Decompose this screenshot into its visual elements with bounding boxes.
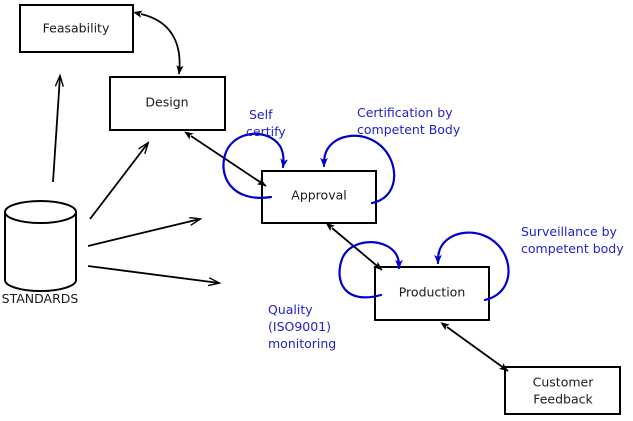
- annotation-quality-line1: Quality: [268, 302, 313, 317]
- annotation-certification-line2: competent Body: [357, 122, 461, 137]
- flow-standards-feasability: [52, 76, 60, 183]
- flow-standards-approval: [87, 219, 200, 247]
- annotation-self-certify: Self certify: [246, 107, 286, 139]
- annotation-surveillance-line1: Surveillance by: [521, 224, 618, 239]
- flow-standards-production: [87, 265, 219, 283]
- annotation-quality-line2: (ISO9001): [268, 319, 331, 334]
- node-design[interactable]: Design: [109, 76, 226, 131]
- annotation-certification: Certification by competent Body: [357, 105, 461, 137]
- flow-production-customer-feedback: [440, 322, 509, 372]
- node-production-label: Production: [399, 285, 466, 300]
- node-approval-label: Approval: [291, 188, 346, 203]
- loop-self-certify: [222, 132, 289, 199]
- node-feasability[interactable]: Feasability: [19, 4, 134, 53]
- node-approval[interactable]: Approval: [261, 170, 377, 224]
- loop-surveillance: [434, 231, 510, 302]
- annotation-quality: Quality (ISO9001) monitoring: [268, 302, 336, 351]
- node-design-label: Design: [145, 95, 188, 110]
- loop-certification: [320, 134, 396, 205]
- node-customer-feedback-label-line2: Feedback: [533, 392, 593, 407]
- datastore-standards[interactable]: STANDARDS: [2, 200, 79, 306]
- flow-feasability-design: [133, 10, 184, 75]
- annotation-quality-line3: monitoring: [268, 336, 336, 351]
- node-feasability-label: Feasability: [43, 21, 110, 36]
- loop-quality: [338, 241, 403, 299]
- annotation-surveillance-line2: competent body: [521, 241, 624, 256]
- datastore-standards-label: STANDARDS: [2, 291, 79, 306]
- annotation-self-certify-line1: Self: [249, 107, 273, 122]
- annotation-surveillance: Surveillance by competent body: [521, 224, 624, 256]
- flow-approval-production: [325, 222, 383, 271]
- annotation-certification-line1: Certification by: [357, 105, 453, 120]
- node-customer-feedback[interactable]: Customer Feedback: [504, 366, 621, 415]
- node-production[interactable]: Production: [374, 266, 490, 321]
- node-customer-feedback-label-line1: Customer: [533, 375, 595, 390]
- annotation-self-certify-line2: certify: [246, 124, 286, 139]
- flow-standards-design: [89, 143, 148, 220]
- flow-design-approval: [184, 131, 267, 187]
